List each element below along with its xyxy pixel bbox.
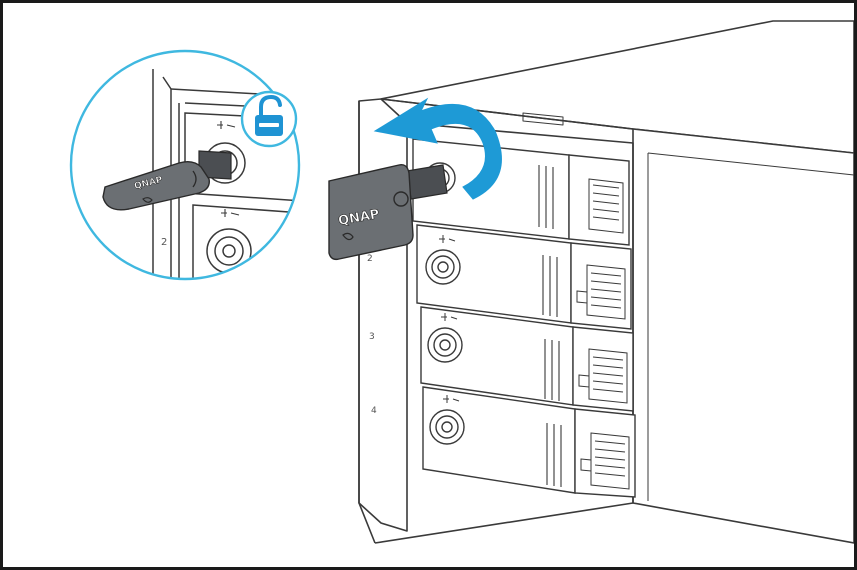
drive-tray-1 xyxy=(412,138,630,246)
drive-tray-unlock-illustration: 2 3 4 xyxy=(69,20,854,544)
lock-cylinder-icon xyxy=(425,235,461,285)
zoom-circle-outline xyxy=(69,49,301,281)
bay-label-2: 2 xyxy=(367,254,373,264)
rotate-counterclockwise-arrow-icon xyxy=(373,97,502,200)
key-icon: QNAP xyxy=(328,163,448,261)
lock-cylinder-icon xyxy=(427,313,463,363)
unlock-icon xyxy=(240,90,298,148)
zoom-bay-label: 2 xyxy=(161,237,167,248)
drive-tray-2 xyxy=(416,224,632,330)
bay-number-labels: 2 3 4 xyxy=(367,254,377,416)
bay-label-3: 3 xyxy=(369,332,375,342)
zoom-inset: 2 QNAP xyxy=(69,49,301,281)
key-brand-label: QNAP xyxy=(337,207,381,229)
key-icon: QNAP xyxy=(102,150,232,211)
drive-tray-4 xyxy=(422,386,636,498)
lock-cylinder-icon xyxy=(429,395,465,445)
drive-tray-3 xyxy=(420,306,634,412)
bay-label-4: 4 xyxy=(371,406,377,416)
